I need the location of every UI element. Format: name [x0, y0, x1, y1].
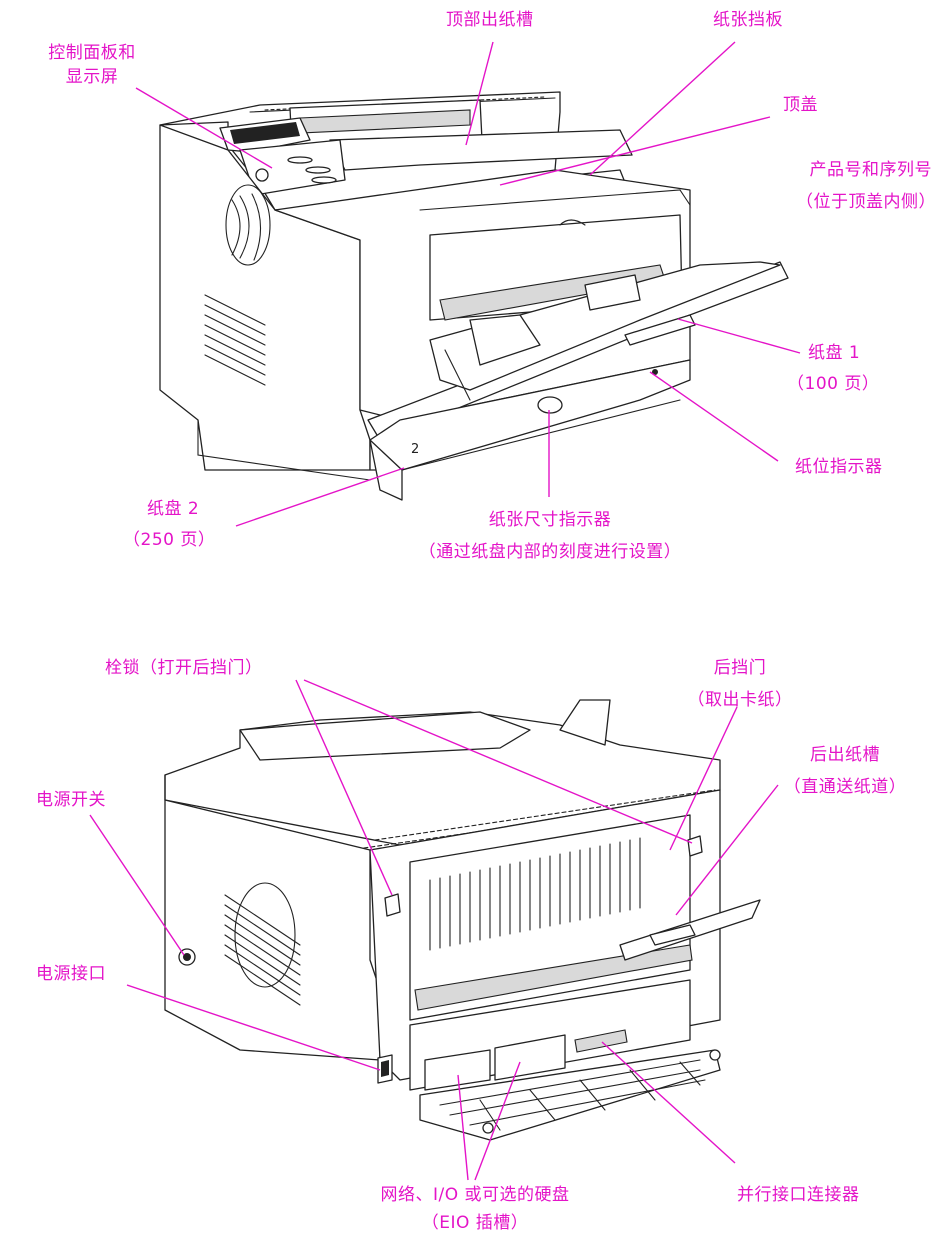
label-tray-1-capacity: （100 页）: [787, 374, 880, 394]
rear-printer-illustration: [164, 699, 761, 1141]
front-printer-illustration: [159, 91, 789, 501]
label-parallel-connector: 并行接口连接器: [737, 1185, 860, 1205]
label-product-serial-location: （位于顶盖内侧）: [796, 192, 936, 212]
label-product-serial: 产品号和序列号: [809, 160, 932, 180]
label-top-cover: 顶盖: [783, 95, 818, 115]
label-rear-door-note: （取出卡纸）: [687, 690, 793, 710]
callout-lines: [89, 41, 801, 1181]
label-eio-slots: 网络、I/O 或可选的硬盘: [380, 1185, 570, 1205]
label-tray-1: 纸盘 1: [808, 343, 861, 363]
label-top-output-bin: 顶部出纸槽: [446, 10, 534, 30]
label-paper-level-indicator: 纸位指示器: [795, 457, 883, 477]
label-control-panel: 控制面板和 显示屏: [48, 43, 136, 87]
tray-2-number: 2: [411, 442, 420, 457]
label-tray-2-capacity: （250 页）: [123, 530, 216, 550]
label-latches: 栓锁（打开后挡门）: [105, 658, 263, 678]
label-rear-door: 后挡门: [713, 658, 767, 678]
label-paper-size-indicator-note: （通过纸盘内部的刻度进行设置）: [418, 542, 682, 562]
label-paper-stop: 纸张挡板: [713, 10, 783, 30]
label-tray-2: 纸盘 2: [147, 499, 200, 519]
label-rear-output-bin-note: （直通送纸道）: [783, 777, 907, 797]
label-eio-slots-note: （EIO 插槽）: [421, 1213, 529, 1233]
label-power-switch: 电源开关: [36, 790, 106, 810]
label-power-connector: 电源接口: [36, 964, 106, 984]
label-rear-output-bin: 后出纸槽: [810, 745, 880, 765]
label-paper-size-indicator: 纸张尺寸指示器: [488, 510, 612, 530]
